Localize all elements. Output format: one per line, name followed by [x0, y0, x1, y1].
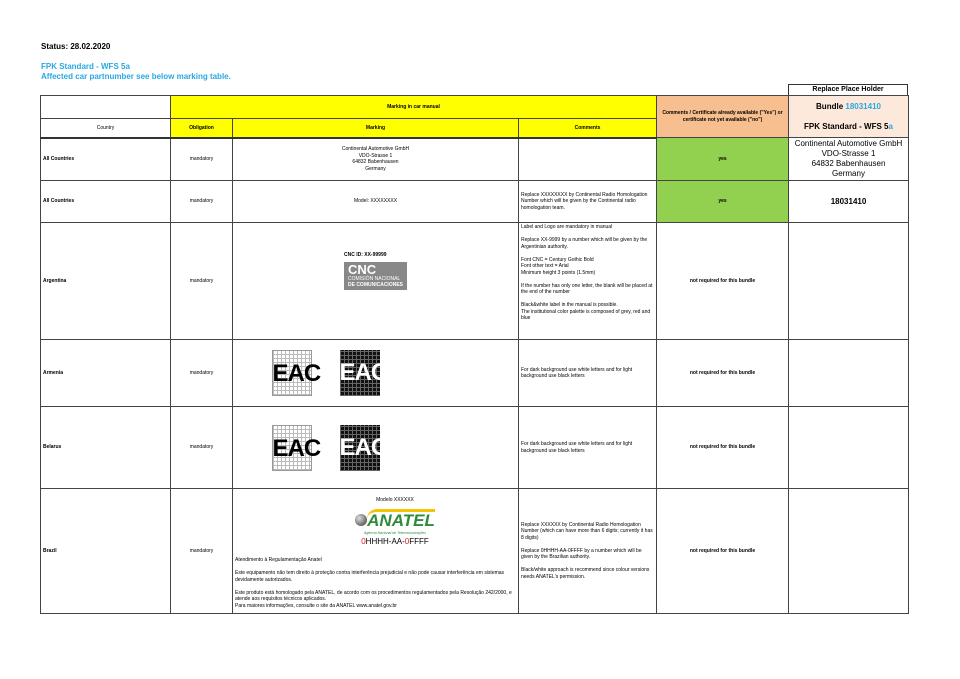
eac-logo-light: EAC [271, 350, 321, 396]
status-date: Status: 28.02.2020 [41, 42, 111, 51]
marking-header: Marking [232, 118, 519, 139]
eac-logo-light: EAC [271, 424, 321, 471]
replace-placeholder-header: Replace Place Holder [788, 84, 908, 96]
cert-status: yes [656, 137, 789, 181]
marking-table: Marking in car manual Comments / Certifi… [40, 95, 909, 614]
comments-header: Comments [518, 118, 657, 139]
certificate-header: Comments / Certificate already available… [656, 95, 789, 138]
eac-logo-dark: EAC [339, 350, 388, 396]
eac-logo-dark: EAC [339, 424, 388, 471]
obligation-header: Obligation [170, 118, 233, 139]
table-row: All Countries mandatory Continental Auto… [40, 137, 909, 181]
table-row: All Countries mandatory Model: XXXXXXXX … [40, 180, 909, 223]
cnc-id: CNC ID: XX-99999 [343, 251, 387, 258]
marking-in-manual-header: Marking in car manual [170, 95, 657, 119]
anatel-sphere-icon [355, 513, 368, 526]
country-header: Country [40, 118, 171, 139]
cert-status: yes [656, 180, 789, 223]
